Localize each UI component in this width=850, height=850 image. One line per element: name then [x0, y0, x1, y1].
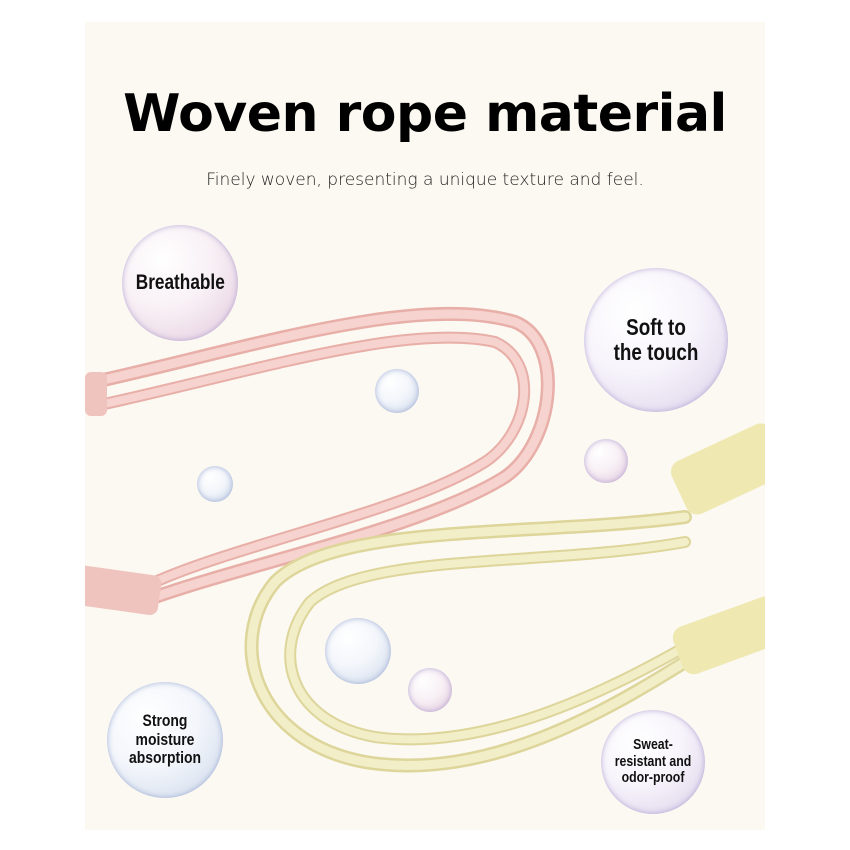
feature-label: Sweat-resistant and odor-proof: [614, 736, 692, 787]
page-subtitle: Finely woven, presenting a unique textur…: [206, 170, 644, 190]
decorative-bubble: [584, 439, 628, 483]
pink-rope-tab-top: [85, 372, 107, 416]
feature-label: Breathable: [135, 271, 225, 295]
decorative-bubble: [197, 466, 233, 502]
feature-bubble-moisture: Strong moisture absorption: [107, 682, 223, 798]
product-panel: Woven rope material Finely woven, presen…: [85, 22, 765, 830]
decorative-bubble: [375, 369, 419, 413]
page-title: Woven rope material: [123, 84, 727, 144]
decorative-bubble: [325, 618, 391, 684]
pink-rope: [85, 306, 555, 604]
yellow-rope-tab-top: [670, 423, 765, 515]
feature-bubble-sweat: Sweat-resistant and odor-proof: [601, 710, 705, 814]
feature-bubble-soft: Soft to the touch: [584, 268, 728, 412]
feature-label: Soft to the touch: [613, 313, 699, 365]
feature-label: Strong moisture absorption: [128, 710, 202, 768]
yellow-rope: [244, 510, 692, 773]
feature-bubble-breathable: Breathable: [122, 225, 238, 341]
pink-rope-tab-bottom: [85, 565, 162, 616]
rope-illustration: [85, 306, 765, 773]
yellow-rope-tab-bottom: [672, 596, 765, 675]
decorative-bubble: [408, 668, 452, 712]
